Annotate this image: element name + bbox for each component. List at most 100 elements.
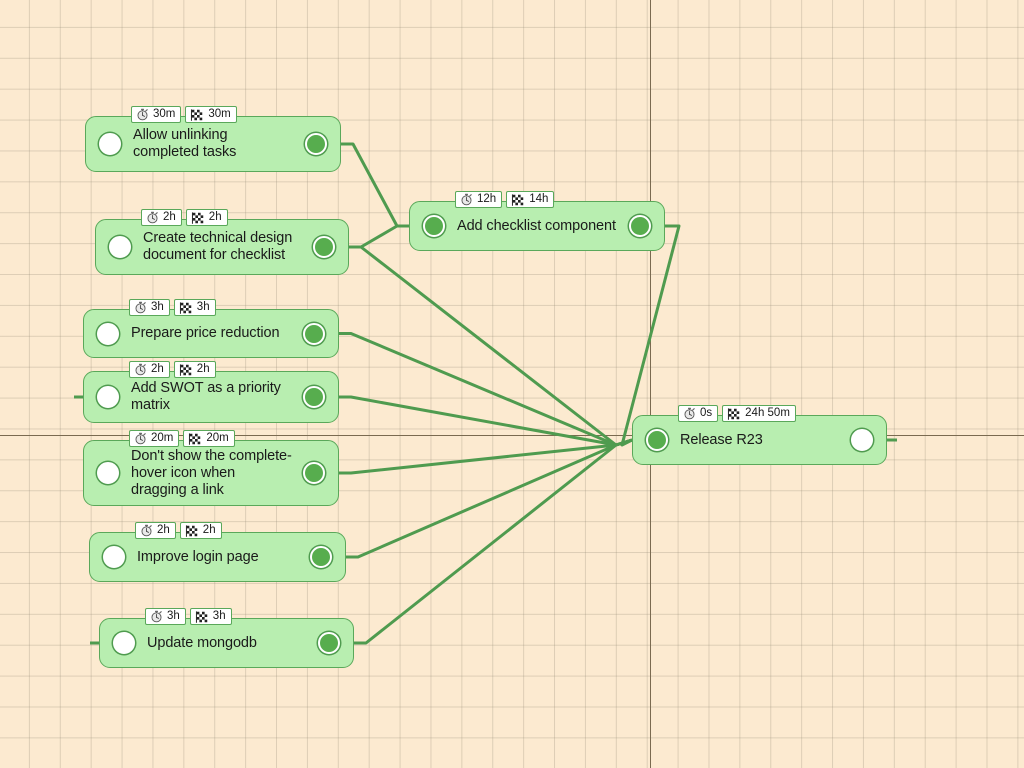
- node-left-port[interactable]: [113, 632, 135, 654]
- node-right-port[interactable]: [318, 632, 340, 654]
- node-left-port[interactable]: [423, 215, 445, 237]
- stopwatch-icon: [137, 108, 148, 121]
- task-node[interactable]: Allow unlinking completed tasks 30m 30m: [85, 106, 341, 172]
- estimate-value: 12h: [477, 193, 497, 206]
- edge[interactable]: [339, 332, 633, 447]
- deadline-badge[interactable]: 3h: [189, 608, 232, 625]
- node-badges: 12h 14h: [455, 191, 555, 208]
- task-node[interactable]: Prepare price reduction 3h 3h: [83, 299, 339, 358]
- node-left-port[interactable]: [97, 386, 119, 408]
- node-title: Prepare price reduction: [131, 325, 280, 341]
- deadline-value: 3h: [196, 301, 210, 314]
- node-left-port[interactable]: [97, 462, 119, 484]
- checkered-flag-icon: [191, 108, 203, 121]
- deadline-badge[interactable]: 20m: [183, 430, 235, 447]
- checkered-flag-icon: [191, 211, 204, 224]
- edge[interactable]: [354, 438, 633, 645]
- deadline-badge[interactable]: 14h: [506, 191, 555, 208]
- checkered-flag-icon: [185, 524, 198, 537]
- node-left-port[interactable]: [109, 236, 131, 258]
- stopwatch-icon: [135, 363, 146, 376]
- edge[interactable]: [339, 395, 633, 447]
- checkered-flag-icon: [189, 432, 201, 445]
- task-node[interactable]: Create technical design document for che…: [95, 209, 349, 275]
- task-node[interactable]: Add checklist component 12h 14h: [409, 191, 665, 251]
- stopwatch-icon: [141, 524, 152, 537]
- checkered-flag-icon: [179, 363, 192, 376]
- estimate-badge[interactable]: 3h: [145, 608, 186, 625]
- deadline-value: 20m: [206, 432, 229, 445]
- estimate-badge[interactable]: 30m: [131, 106, 182, 123]
- task-node[interactable]: Improve login page 2h 2h: [89, 522, 346, 582]
- node-title: Release R23: [680, 431, 763, 448]
- node-right-port[interactable]: [305, 133, 327, 155]
- checkered-flag-icon: [512, 193, 524, 206]
- deadline-value: 24h 50m: [745, 407, 790, 420]
- node-right-port[interactable]: [310, 546, 332, 568]
- edge[interactable]: [349, 224, 409, 249]
- node-badges: 20m 20m: [129, 430, 235, 447]
- deadline-value: 3h: [212, 610, 226, 623]
- stopwatch-icon: [135, 301, 146, 314]
- deadline-value: 30m: [208, 108, 231, 121]
- deadline-badge[interactable]: 24h 50m: [722, 405, 796, 422]
- node-right-port[interactable]: [851, 429, 873, 451]
- node-badges: 3h 3h: [145, 608, 232, 625]
- node-right-port[interactable]: [313, 236, 335, 258]
- estimate-value: 3h: [167, 610, 180, 623]
- node-title: Add checklist component: [457, 217, 616, 234]
- node-title: Improve login page: [137, 548, 259, 565]
- checkered-flag-icon: [195, 610, 208, 623]
- node-badges: 2h 2h: [135, 522, 222, 539]
- node-badges: 3h 3h: [129, 299, 216, 316]
- estimate-badge[interactable]: 0s: [678, 405, 719, 422]
- estimate-badge[interactable]: 2h: [129, 361, 170, 378]
- estimate-badge[interactable]: 2h: [141, 209, 182, 226]
- node-badges: 0s 24h 50m: [678, 405, 796, 422]
- estimate-badge[interactable]: 2h: [135, 522, 176, 539]
- task-node[interactable]: Don't show the complete-hover icon when …: [83, 430, 339, 506]
- node-right-port[interactable]: [303, 386, 325, 408]
- task-node[interactable]: Release R23 0s 24h 50m: [632, 405, 887, 465]
- edge[interactable]: [341, 142, 409, 228]
- estimate-badge[interactable]: 3h: [129, 299, 170, 316]
- node-title: Don't show the complete-hover icon when …: [131, 447, 292, 498]
- edge[interactable]: [349, 245, 633, 447]
- node-right-port[interactable]: [303, 462, 325, 484]
- node-title: Add SWOT as a priority matrix: [131, 380, 281, 413]
- deadline-badge[interactable]: 2h: [179, 522, 222, 539]
- stopwatch-icon: [135, 432, 146, 445]
- deadline-badge[interactable]: 3h: [173, 299, 216, 316]
- node-right-port[interactable]: [303, 322, 325, 345]
- estimate-value: 2h: [151, 363, 164, 376]
- checkered-flag-icon: [728, 407, 740, 420]
- deadline-badge[interactable]: 2h: [185, 209, 228, 226]
- node-badges: 2h 2h: [129, 361, 216, 378]
- deadline-badge[interactable]: 30m: [185, 106, 237, 123]
- estimate-value: 20m: [151, 432, 174, 445]
- node-badges: 30m 30m: [131, 106, 237, 123]
- estimate-value: 30m: [153, 108, 176, 121]
- estimate-badge[interactable]: 12h: [455, 191, 503, 208]
- task-node[interactable]: Add SWOT as a priority matrix 2h 2h: [83, 361, 339, 423]
- node-title: Create technical design document for che…: [143, 230, 293, 263]
- node-right-port[interactable]: [629, 215, 651, 237]
- deadline-badge[interactable]: 2h: [173, 361, 216, 378]
- estimate-value: 0s: [700, 407, 713, 420]
- node-left-port[interactable]: [97, 322, 119, 345]
- stopwatch-icon: [684, 407, 695, 420]
- deadline-value: 14h: [529, 193, 549, 206]
- node-left-port[interactable]: [646, 429, 668, 451]
- node-left-port[interactable]: [103, 546, 125, 568]
- deadline-value: 2h: [208, 211, 222, 224]
- estimate-badge[interactable]: 20m: [129, 430, 180, 447]
- node-left-port[interactable]: [99, 133, 121, 155]
- node-title: Allow unlinking completed tasks: [133, 127, 237, 160]
- estimate-value: 2h: [163, 211, 176, 224]
- deadline-value: 2h: [202, 524, 216, 537]
- stopwatch-icon: [461, 193, 472, 206]
- edge[interactable]: [620, 224, 681, 447]
